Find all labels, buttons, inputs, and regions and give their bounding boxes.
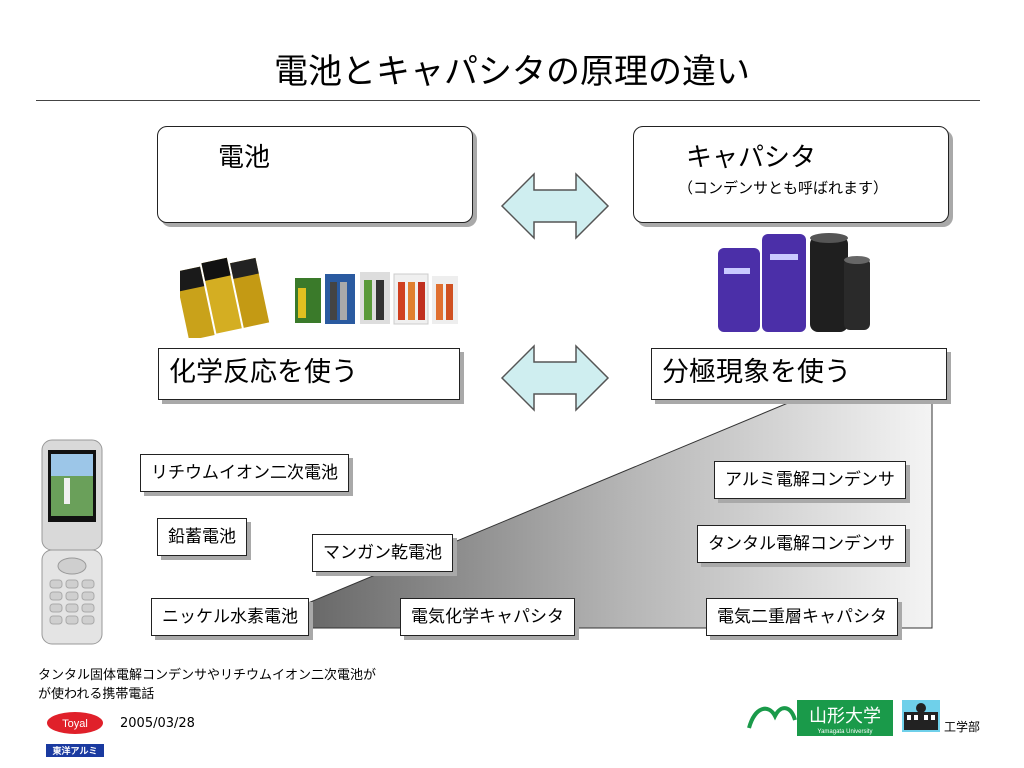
svg-text:Toyal: Toyal — [62, 718, 88, 730]
electrochemical-capacitor-label: 電気化学キャパシタ — [400, 598, 575, 636]
mobile-phone-photo — [41, 439, 103, 645]
toyal-logo-icon: Toyal — [47, 712, 103, 734]
battery-principle: 化学反応を使う — [169, 357, 358, 388]
battery-header-box: 電池 — [157, 126, 473, 223]
lead-acid-text: 鉛蓄電池 — [168, 527, 236, 547]
double-arrow-icon — [500, 344, 610, 412]
electrochemical-capacitor-text: 電気化学キャパシタ — [411, 607, 564, 627]
battery-principle-box: 化学反応を使う — [158, 348, 460, 400]
tantalum-capacitor-label: タンタル電解コンデンサ — [697, 525, 906, 563]
capacitor-header: キャパシタ — [686, 143, 817, 173]
capacitor-principle: 分極現象を使う — [662, 357, 851, 388]
battery-header: 電池 — [218, 143, 271, 173]
capacitor-note: （コンデンサとも呼ばれます） — [678, 179, 889, 197]
edlc-label: 電気二重層キャパシタ — [706, 598, 898, 636]
svg-text:山形大学: 山形大学 — [809, 706, 881, 727]
svg-text:Yamagata University: Yamagata University — [818, 729, 873, 735]
manganese-text: マンガン乾電池 — [323, 543, 442, 563]
capacitor-photo — [718, 233, 870, 332]
toyal-jp-text: 東洋アルミ — [46, 744, 104, 757]
slide-date: 2005/03/28 — [120, 716, 195, 731]
battery-photo — [180, 257, 458, 338]
phone-caption-line1: タンタル固体電解コンデンサやリチウムイオン二次電池が — [38, 668, 377, 683]
manganese-label: マンガン乾電池 — [312, 534, 453, 572]
lithium-ion-label: リチウムイオン二次電池 — [140, 454, 349, 492]
lead-acid-label: 鉛蓄電池 — [157, 518, 247, 556]
faculty-label: 工学部 — [944, 720, 981, 734]
phone-caption-line2: が使われる携帯電話 — [38, 687, 155, 702]
capacitor-header-box: キャパシタ （コンデンサとも呼ばれます） — [633, 126, 949, 223]
double-arrow-icon — [500, 172, 610, 240]
phone-caption: タンタル固体電解コンデンサやリチウムイオン二次電池が が使われる携帯電話 — [38, 666, 376, 704]
faculty-building-icon — [902, 700, 940, 732]
university-logo-icon: 山形大学 Yamagata University — [747, 700, 893, 736]
edlc-text: 電気二重層キャパシタ — [717, 607, 887, 627]
aluminum-capacitor-text: アルミ電解コンデンサ — [725, 470, 895, 490]
slide-title: 電池とキャパシタの原理の違い — [274, 52, 750, 92]
university-logo: 山形大学 Yamagata University — [745, 698, 895, 738]
capacitor-principle-box: 分極現象を使う — [651, 348, 947, 400]
nimh-label: ニッケル水素電池 — [151, 598, 309, 636]
aluminum-capacitor-label: アルミ電解コンデンサ — [714, 461, 906, 499]
title-divider — [36, 100, 980, 101]
lithium-ion-text: リチウムイオン二次電池 — [151, 463, 338, 483]
tantalum-capacitor-text: タンタル電解コンデンサ — [708, 534, 895, 554]
nimh-text: ニッケル水素電池 — [162, 607, 298, 627]
toyal-logo: Toyal 東洋アルミ — [46, 708, 104, 758]
